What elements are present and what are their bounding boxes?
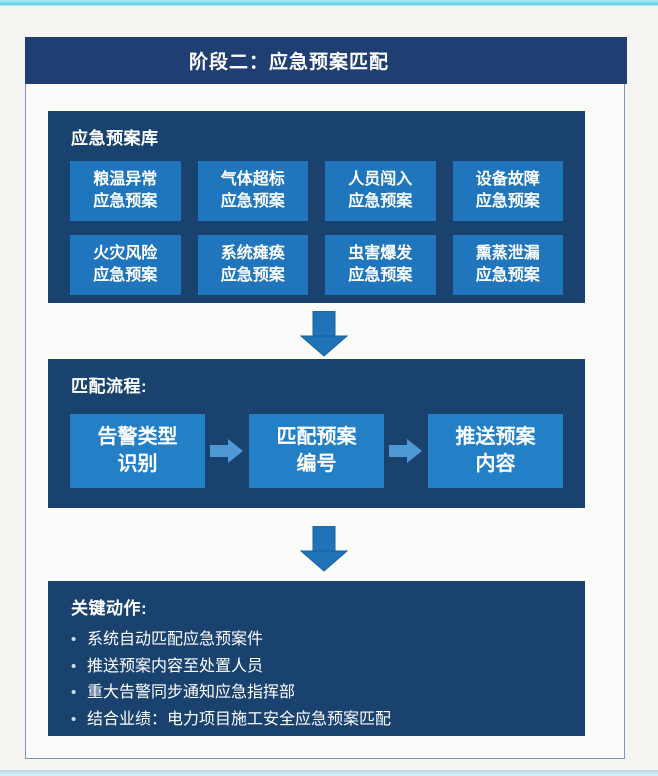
bullet-icon: •: [71, 631, 77, 648]
flow-step-line2: 内容: [475, 453, 516, 475]
plan-card-line1: 虫害爆发: [348, 245, 413, 262]
plan-library-title: 应急预案库: [71, 129, 159, 148]
plan-card-line2: 应急预案: [93, 193, 158, 210]
plan-card-line1: 系统瘫痪: [220, 245, 285, 262]
plan-card: 系统瘫痪 应急预案: [197, 235, 308, 295]
action-item: • 系统自动匹配应急预案件: [71, 627, 571, 654]
flow-step-line1: 告警类型: [97, 426, 178, 448]
action-item-text: 系统自动匹配应急预案件: [87, 631, 264, 648]
flow-step-line2: 识别: [117, 453, 158, 475]
key-actions-panel: 关键动作: • 系统自动匹配应急预案件 • 推送预案内容至处置人员 • 重大告警…: [48, 581, 585, 736]
action-item: • 推送预案内容至处置人员: [71, 654, 571, 681]
key-actions-title: 关键动作:: [71, 599, 148, 618]
plan-card: 人员闯入 应急预案: [325, 161, 436, 221]
plan-card: 粮温异常 应急预案: [70, 161, 181, 221]
plan-card-line1: 熏蒸泄漏: [475, 245, 540, 262]
down-arrow-icon: [299, 526, 349, 572]
plan-library-panel: 应急预案库 粮温异常 应急预案 气体超标 应急预案 人员闯入 应急预案 设备故障…: [48, 111, 585, 303]
plan-row-1: 粮温异常 应急预案 气体超标 应急预案 人员闯入 应急预案 设备故障 应急预案: [48, 161, 585, 221]
key-actions-list: • 系统自动匹配应急预案件 • 推送预案内容至处置人员 • 重大告警同步通知应急…: [48, 627, 585, 733]
bullet-icon: •: [71, 684, 77, 701]
plan-card-line1: 人员闯入: [348, 171, 413, 188]
plan-card-line2: 应急预案: [475, 267, 540, 284]
flow-step-push-content: 推送预案 内容: [428, 414, 563, 488]
flow-step-line1: 推送预案: [455, 426, 536, 448]
plan-card-line2: 应急预案: [348, 267, 413, 284]
action-item: • 结合业绩：电力项目施工安全应急预案匹配: [71, 707, 571, 734]
plan-card: 设备故障 应急预案: [452, 161, 563, 221]
matching-flow-panel: 匹配流程: 告警类型 识别 匹配预案 编号: [48, 359, 585, 508]
action-item-text: 结合业绩：电力项目施工安全应急预案匹配: [87, 710, 392, 728]
action-item-text: 推送预案内容至处置人员: [87, 657, 264, 675]
plan-card: 虫害爆发 应急预案: [325, 235, 436, 295]
stage-title-bar: 阶段二：应急预案匹配: [25, 37, 627, 84]
flow-step-line1: 匹配预案: [276, 426, 357, 448]
bullet-icon: •: [71, 710, 77, 728]
plan-card: 气体超标 应急预案: [197, 161, 308, 221]
flow-row: 告警类型 识别 匹配预案 编号 推送预案 内容: [48, 414, 585, 488]
plan-card-line2: 应急预案: [475, 193, 540, 210]
plan-card-line1: 火灾风险: [93, 245, 158, 262]
matching-flow-title: 匹配流程:: [71, 377, 148, 396]
plan-card-line2: 应急预案: [220, 267, 285, 284]
plan-card-line2: 应急预案: [348, 193, 413, 210]
action-item: • 重大告警同步通知应急指挥部: [71, 680, 571, 707]
top-accent-bar: [0, 0, 658, 6]
plan-card-line2: 应急预案: [220, 193, 285, 210]
bullet-icon: •: [71, 657, 77, 675]
down-arrow-icon: [299, 311, 349, 357]
right-arrow-icon: [205, 438, 249, 464]
plan-card-line1: 粮温异常: [93, 171, 158, 188]
bottom-accent-bar: [0, 770, 658, 776]
flow-step-alarm-type: 告警类型 识别: [70, 414, 205, 488]
stage-title: 阶段二：应急预案匹配: [189, 52, 390, 73]
plan-card-line1: 设备故障: [475, 171, 540, 188]
plan-card-line1: 气体超标: [220, 171, 285, 188]
plan-card-line2: 应急预案: [93, 267, 158, 284]
plan-card: 熏蒸泄漏 应急预案: [452, 235, 563, 295]
right-arrow-icon: [384, 438, 428, 464]
flow-step-match-plan-id: 匹配预案 编号: [249, 414, 384, 488]
plan-card: 火灾风险 应急预案: [70, 235, 181, 295]
action-item-text: 重大告警同步通知应急指挥部: [87, 684, 296, 701]
plan-row-2: 火灾风险 应急预案 系统瘫痪 应急预案 虫害爆发 应急预案 熏蒸泄漏 应急预案: [48, 235, 585, 295]
flow-step-line2: 编号: [296, 453, 337, 475]
slide-frame: 阶段二：应急预案匹配 应急预案库 粮温异常 应急预案 气体超标 应急预案 人员闯…: [25, 37, 627, 759]
